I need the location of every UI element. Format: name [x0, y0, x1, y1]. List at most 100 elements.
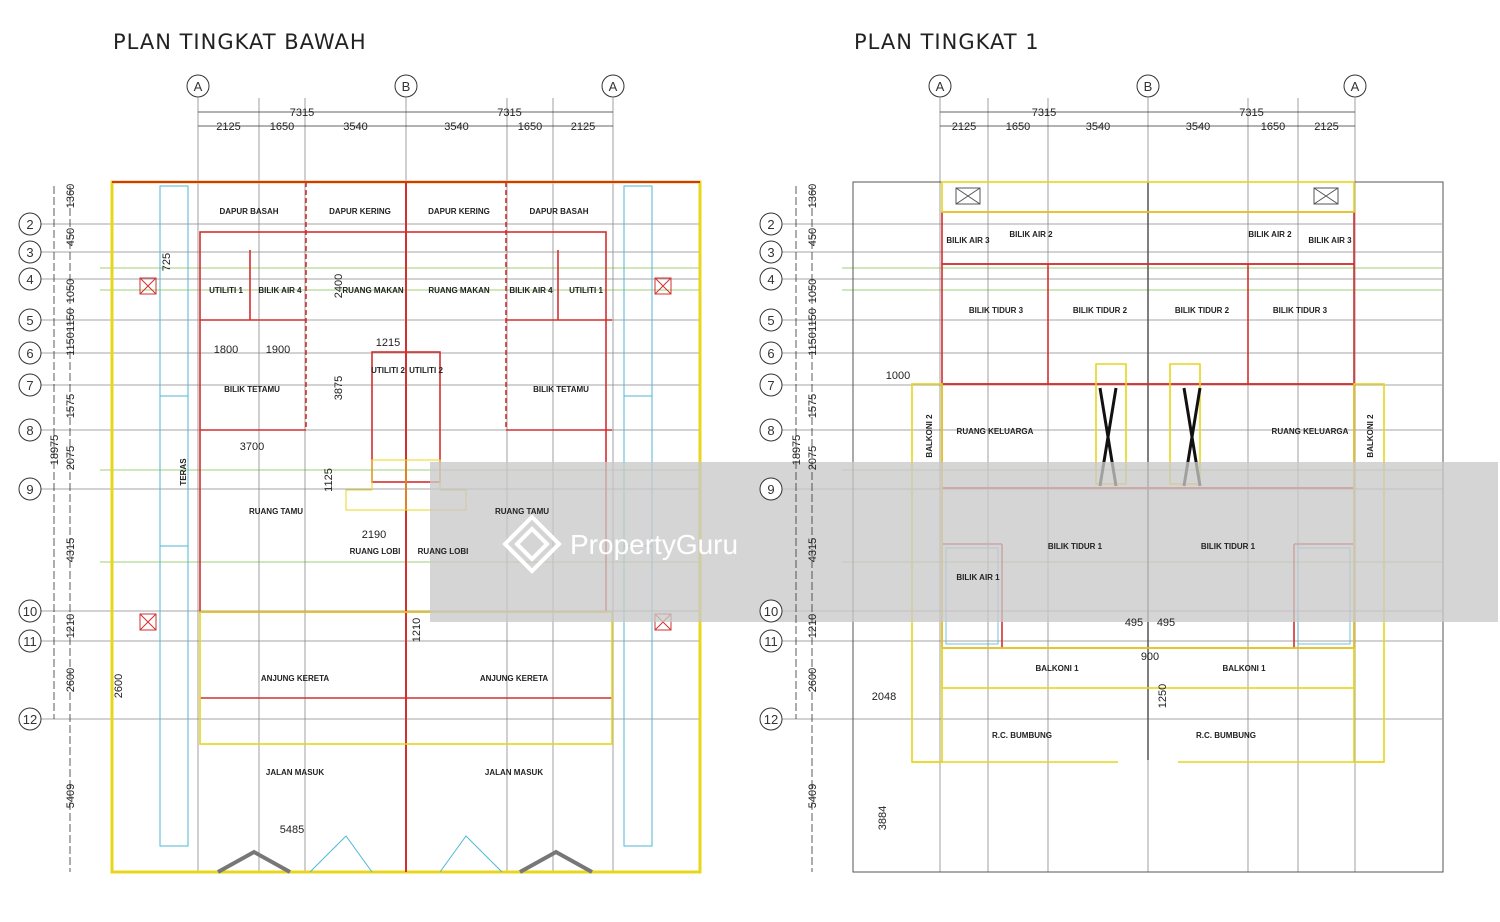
- row-bubble: [759, 707, 783, 731]
- ground-room-labels: DAPUR BASAH DAPUR BASAH DAPUR KERING DAP…: [179, 207, 603, 777]
- label-utiliti-1-r: UTILITI 1: [569, 286, 603, 295]
- dim-ground: 2190: [362, 529, 386, 541]
- label-ruang-keluarga-r: RUANG KELUARGA: [1272, 427, 1349, 436]
- label-ruang-makan-r: RUANG MAKAN: [428, 286, 490, 295]
- label-bilik-tidur-1-l: BILIK TIDUR 1: [1048, 542, 1103, 551]
- row-bubble: [18, 373, 42, 397]
- row-bubble: [18, 341, 42, 365]
- row-bubble: [18, 308, 42, 332]
- label-bilik-air-3-l: BILIK AIR 3: [946, 236, 990, 245]
- row-bubble: [759, 308, 783, 332]
- dim-part: 2125: [216, 121, 240, 133]
- dim-vertical: 1050: [65, 279, 77, 303]
- dim-vertical: 1150: [807, 308, 819, 332]
- dim-part: 3540: [1086, 121, 1110, 133]
- row-bubble: [759, 373, 783, 397]
- label-balkoni-2-r: BALKONI 2: [1366, 414, 1375, 458]
- dim-vertical: 1360: [65, 184, 77, 208]
- dim-vertical: 5409: [807, 784, 819, 808]
- row-label: 5: [767, 313, 774, 328]
- dim-vertical: 2075: [65, 446, 77, 470]
- label-bilik-air-3-r: BILIK AIR 3: [1308, 236, 1352, 245]
- propertyguru-logo-icon: [502, 514, 562, 574]
- row-bubble: [18, 418, 42, 442]
- label-ruang-tamu-l: RUANG TAMU: [249, 507, 303, 516]
- dimensions: 7315 7315 2125 1650 3540 3540 1650 2125 1360 450 1…: [49, 107, 1355, 872]
- dim-vertical: 1210: [65, 614, 77, 638]
- row-bubble: [18, 477, 42, 501]
- dim-part: 2125: [571, 121, 595, 133]
- row-bubble: [18, 599, 42, 623]
- row-bubble: [18, 212, 42, 236]
- dim-vertical: 1360: [807, 184, 819, 208]
- dim-part: 3540: [444, 121, 468, 133]
- dim-vertical: 1150: [65, 308, 77, 332]
- row-label: 6: [767, 346, 774, 361]
- label-dapur-kering-l: DAPUR KERING: [329, 207, 391, 216]
- label-jalan-masuk-l: JALAN MASUK: [266, 768, 324, 777]
- watermark-text: PropertyGuru: [570, 529, 738, 560]
- dim-vertical: 2600: [807, 668, 819, 692]
- label-ruang-makan-l: RUANG MAKAN: [342, 286, 404, 295]
- row-label: 11: [764, 634, 778, 649]
- label-bilik-tetamu-l: BILIK TETAMU: [224, 385, 280, 394]
- dim-first: 495: [1157, 617, 1175, 629]
- label-balkoni-1-r: BALKONI 1: [1222, 664, 1266, 673]
- column-label: B: [1144, 79, 1153, 94]
- row-label: 2: [767, 217, 774, 232]
- dim-total-right: 7315: [497, 107, 521, 119]
- column-label: B: [402, 79, 411, 94]
- dim-ground: 2400: [333, 274, 345, 298]
- dim-part: 2125: [1314, 121, 1338, 133]
- dim-part: 1650: [518, 121, 542, 133]
- dim-ground: 1210: [411, 618, 423, 642]
- row-bubble: [759, 212, 783, 236]
- watermark-band: [430, 462, 1498, 622]
- ground-gate-open: [309, 835, 503, 873]
- dim-total-left: 7315: [1032, 107, 1056, 119]
- dim-first: 2048: [872, 691, 896, 703]
- dim-vertical: 450: [807, 228, 819, 246]
- column-bubble: [1136, 74, 1160, 98]
- dim-ground: 3875: [333, 376, 345, 400]
- dim-first: 1250: [1157, 684, 1169, 708]
- dim-vertical: 1210: [807, 614, 819, 638]
- dim-vertical: 450: [65, 228, 77, 246]
- row-label: 6: [26, 346, 33, 361]
- ground-gates: [217, 849, 593, 874]
- label-rc-bumbung-r: R.C. BUMBUNG: [1196, 731, 1256, 740]
- dim-ground: 3700: [240, 441, 264, 453]
- dim-vertical: 2075: [807, 446, 819, 470]
- row-label: 2: [26, 217, 33, 232]
- label-utiliti-2-r: UTILITI 2: [409, 366, 443, 375]
- label-rc-bumbung-l: R.C. BUMBUNG: [992, 731, 1052, 740]
- label-ruang-keluarga-l: RUANG KELUARGA: [957, 427, 1034, 436]
- row-bubble: [759, 629, 783, 653]
- column-label: A: [609, 79, 618, 94]
- row-bubble: [18, 267, 42, 291]
- label-ruang-lobi-r: RUANG LOBI: [418, 547, 469, 556]
- row-label: 3: [767, 245, 774, 260]
- row-label: 10: [23, 604, 37, 619]
- label-bilik-tidur-2-r: BILIK TIDUR 2: [1175, 306, 1230, 315]
- label-balkoni-2-l: BALKONI 2: [925, 414, 934, 458]
- row-bubble: [759, 418, 783, 442]
- row-label: 5: [26, 313, 33, 328]
- ground-porch-outlines: [199, 611, 613, 745]
- column-bubble: [1343, 74, 1367, 98]
- first-room-labels: BILIK AIR 3 BILIK AIR 3 BILIK AIR 2 BILI…: [925, 230, 1375, 740]
- row-label: 3: [26, 245, 33, 260]
- row-bubble: [18, 629, 42, 653]
- dim-part: 2125: [952, 121, 976, 133]
- dim-total-right: 7315: [1239, 107, 1263, 119]
- label-balkoni-1-l: BALKONI 1: [1035, 664, 1079, 673]
- dim-ground: 1125: [323, 468, 335, 492]
- row-label: 9: [26, 482, 33, 497]
- row-label: 8: [767, 423, 774, 438]
- dim-part: 3540: [343, 121, 367, 133]
- label-bilik-tetamu-r: BILIK TETAMU: [533, 385, 589, 394]
- label-bilik-air-2-l: BILIK AIR 2: [1009, 230, 1053, 239]
- column-label: A: [194, 79, 203, 94]
- dim-part: 1650: [1261, 121, 1285, 133]
- label-bilik-tidur-3-r: BILIK TIDUR 3: [1273, 306, 1328, 315]
